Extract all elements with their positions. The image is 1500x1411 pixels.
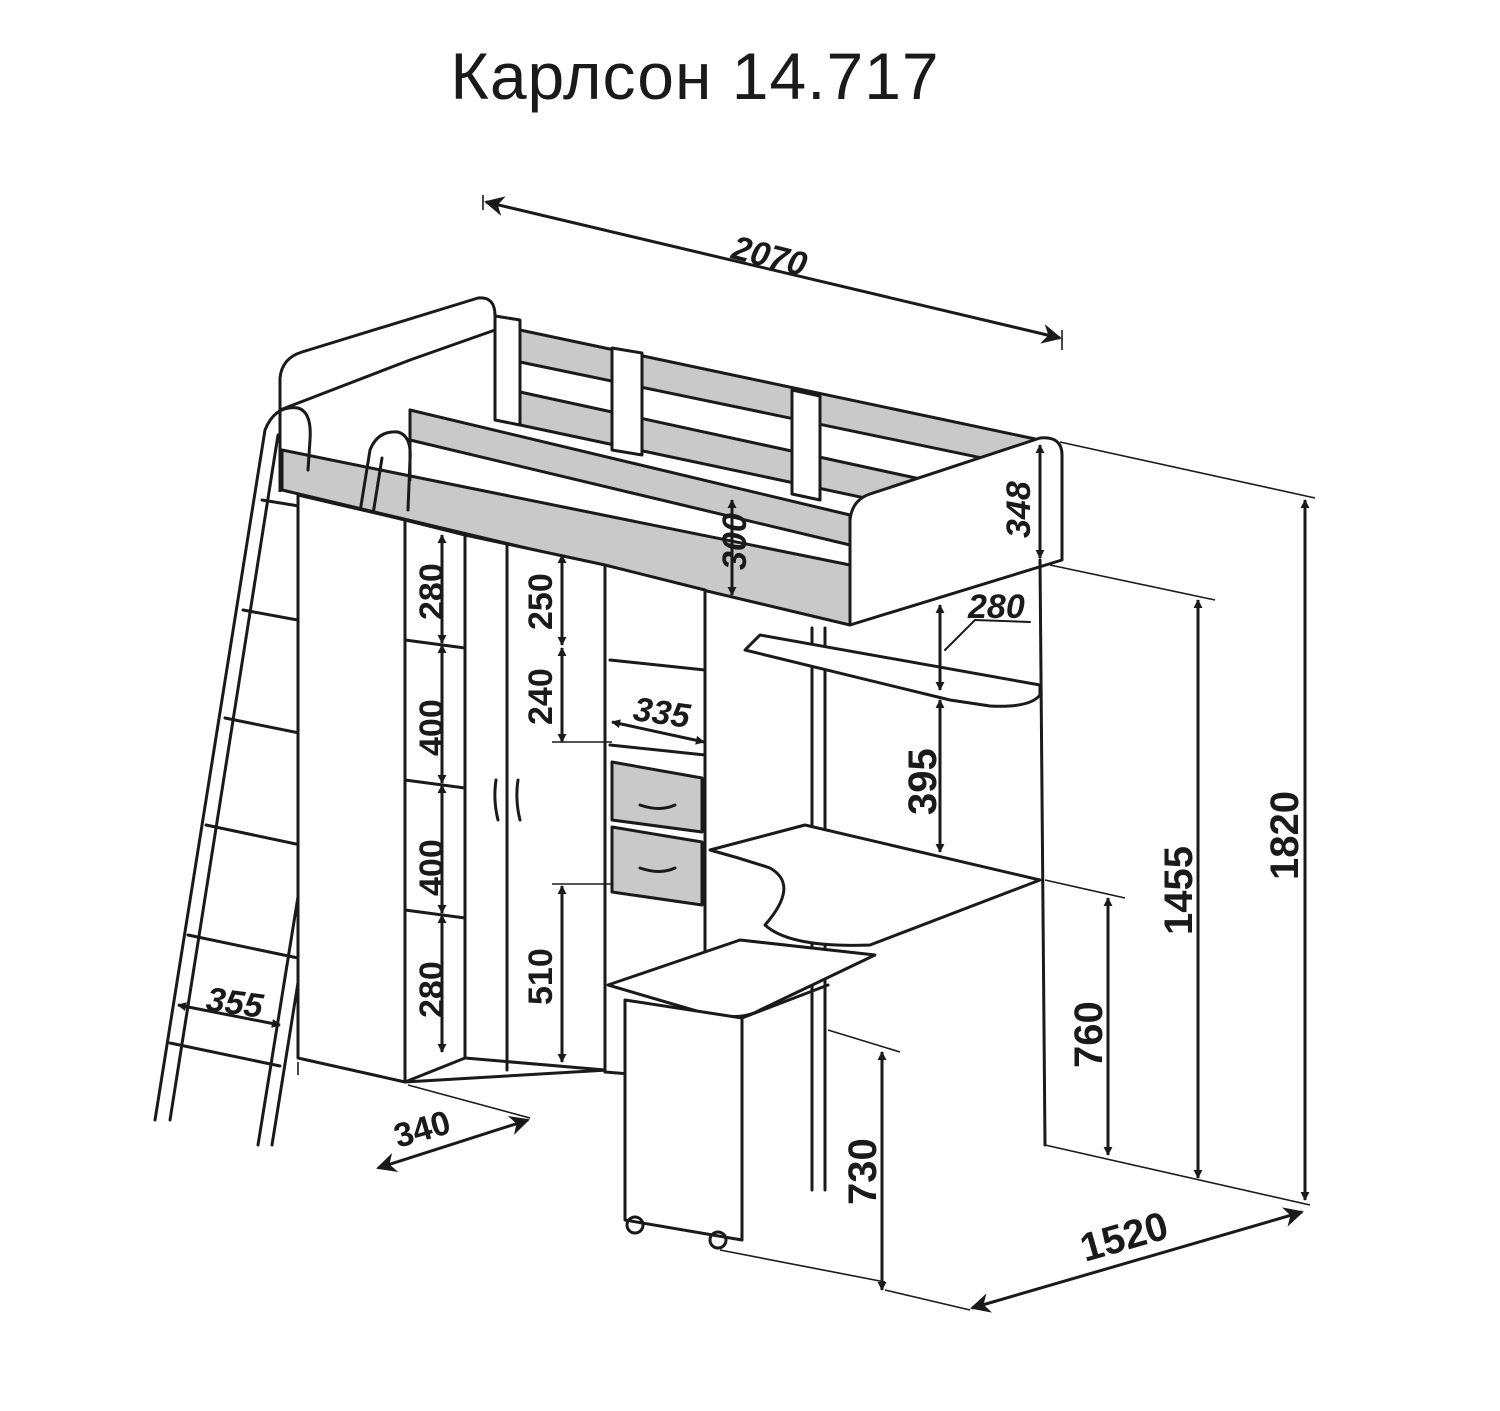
dim-300: 300 [716,513,754,570]
back-post-3 [790,388,822,502]
back-post-1 [493,314,522,427]
dim-348: 348 [1000,481,1038,538]
dim-510: 510 [522,948,560,1005]
right-headboard [848,436,1064,627]
drawer-unit [603,563,707,1082]
dim-335: 335 [631,690,694,736]
dimension-labels: 2070 348 300 280 400 400 280 250 240 510… [204,229,1307,1271]
dim-400-b: 400 [413,839,451,896]
pullout-body [623,998,744,1242]
dim-1455: 1455 [1157,846,1201,935]
dim-280-bottom: 280 [413,961,451,1018]
dimension-lines [177,195,1316,1313]
desk-top [708,823,1042,947]
dim-730: 730 [841,1138,885,1205]
dim-1520: 1520 [1075,1204,1173,1271]
dim-280-top: 280 [413,563,451,620]
back-post-2 [610,346,644,457]
dim-250: 250 [522,573,560,630]
upper-shelf [743,633,1042,708]
diagram-title: Карлсон 14.717 [450,39,940,113]
desk-area [606,558,1047,1250]
drawer-upper [610,760,704,834]
dim-355: 355 [204,980,267,1026]
drawer-lower [610,825,704,907]
front-rail-lower [280,448,852,627]
dim-760: 760 [1067,1001,1111,1068]
dim-395: 395 [901,748,945,815]
dim-400-a: 400 [413,699,451,756]
bed-frame [278,296,1064,627]
dim-240: 240 [522,668,560,725]
dim-2070: 2070 [727,229,811,284]
dim-280-desk-shelf: 280 [967,588,1025,626]
dim-1820: 1820 [1263,791,1307,880]
